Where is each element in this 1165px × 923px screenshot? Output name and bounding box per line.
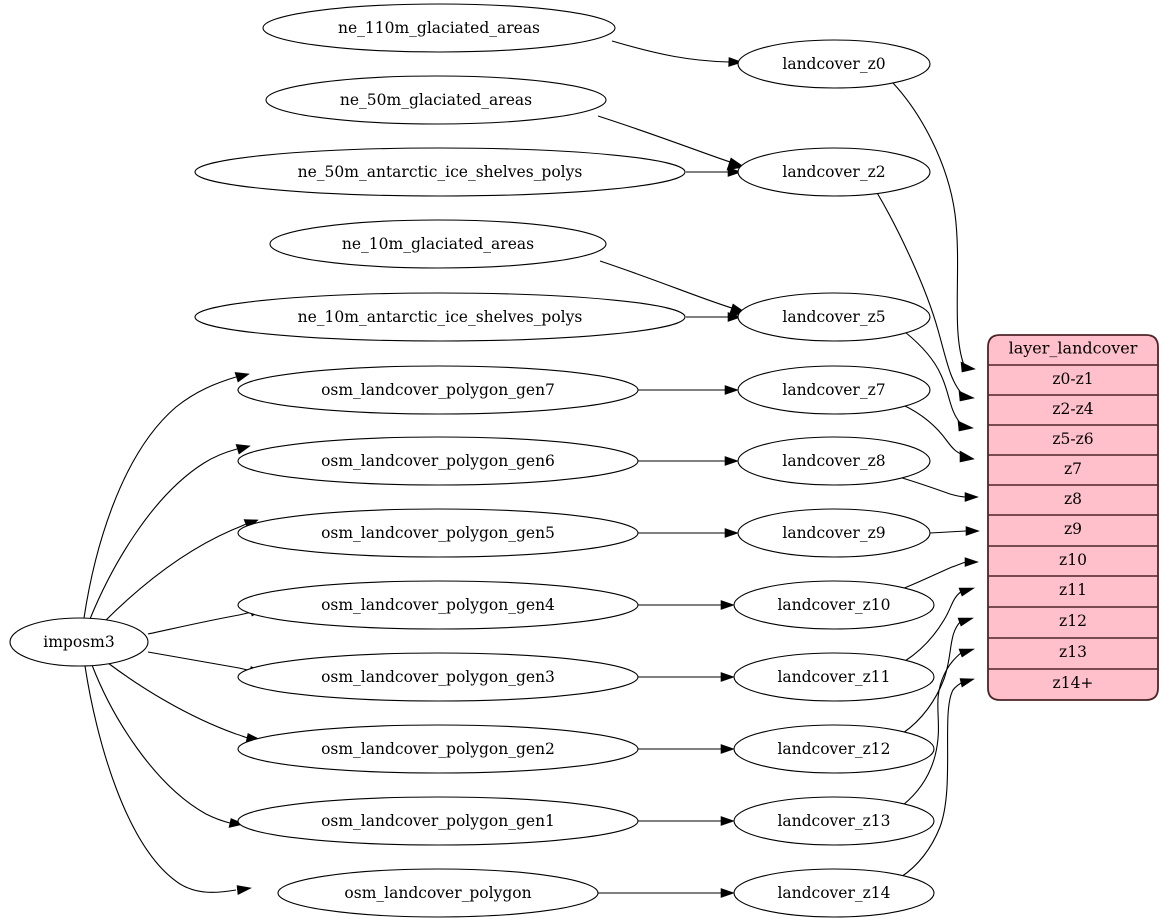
node-label: landcover_z0 (782, 55, 885, 73)
node-landcover-z9[interactable]: landcover_z9 (737, 508, 931, 558)
table-row-z12[interactable]: z12 (1059, 612, 1087, 630)
node-landcover-z2[interactable]: landcover_z2 (737, 147, 931, 197)
edge-imposm3-to-gen5 (103, 519, 259, 623)
edge-z10-to-row-z10 (901, 557, 979, 590)
node-label: osm_landcover_polygon_gen4 (321, 596, 555, 614)
node-label: osm_landcover_polygon_gen3 (321, 668, 555, 686)
node-osm-landcover-polygon-gen3[interactable]: osm_landcover_polygon_gen3 (237, 652, 639, 702)
table-row-z7[interactable]: z7 (1064, 460, 1082, 478)
edge-z14-to-row-z14plus (900, 678, 975, 878)
node-landcover-z0[interactable]: landcover_z0 (737, 39, 931, 89)
source-nodes-group: ne_110m_glaciated_areas ne_50m_glaciated… (194, 3, 686, 918)
node-ne-50m-antarctic-ice-shelves-polys[interactable]: ne_50m_antarctic_ice_shelves_polys (194, 147, 686, 197)
node-label: landcover_z13 (777, 812, 890, 830)
table-body (987, 334, 1159, 701)
node-ne-10m-antarctic-ice-shelves-polys[interactable]: ne_10m_antarctic_ice_shelves_polys (194, 292, 686, 342)
node-label: ne_10m_glaciated_areas (342, 235, 534, 253)
node-label: landcover_z2 (782, 163, 885, 181)
node-label: landcover_z11 (777, 668, 890, 686)
node-label: landcover_z7 (782, 381, 885, 399)
node-label: landcover_z10 (777, 596, 890, 614)
edge-z12-to-row-z12 (902, 617, 974, 734)
edge-ne50m-antarctic-to-z2 (686, 167, 742, 177)
table-row-z8[interactable]: z8 (1064, 490, 1082, 508)
table-row-z5-z6[interactable]: z5-z6 (1052, 430, 1093, 448)
edge-z8-to-row-z8 (898, 476, 979, 502)
edge-z2-to-row-z2z4 (875, 190, 975, 402)
node-ne-10m-glaciated-areas[interactable]: ne_10m_glaciated_areas (269, 219, 607, 269)
node-osm-landcover-polygon[interactable]: osm_landcover_polygon (277, 868, 599, 918)
table-row-z14-plus[interactable]: z14+ (1053, 674, 1094, 692)
table-row-z13[interactable]: z13 (1059, 643, 1087, 661)
node-ne-50m-glaciated-areas[interactable]: ne_50m_glaciated_areas (265, 75, 607, 125)
node-label: ne_50m_antarctic_ice_shelves_polys (298, 163, 583, 181)
node-label: osm_landcover_polygon_gen7 (321, 381, 555, 399)
table-title: layer_landcover (1009, 339, 1138, 358)
node-label: landcover_z12 (777, 740, 890, 758)
node-landcover-z7[interactable]: landcover_z7 (737, 365, 931, 415)
node-label: imposm3 (43, 633, 114, 651)
table-row-z11[interactable]: z11 (1059, 581, 1087, 599)
node-label: osm_landcover_polygon_gen1 (321, 812, 555, 830)
table-row-z10[interactable]: z10 (1059, 551, 1087, 569)
node-osm-landcover-polygon-gen5[interactable]: osm_landcover_polygon_gen5 (237, 508, 639, 558)
node-label: osm_landcover_polygon_gen6 (321, 452, 555, 470)
edge-gen5-to-z9 (638, 528, 739, 538)
edge-imposm3-to-gen2 (107, 662, 262, 743)
edge-z9-to-row-z9 (929, 526, 980, 536)
edge-ne110m-to-z0 (611, 40, 743, 67)
edge-z13-to-row-z13 (902, 648, 975, 806)
table-row-z9[interactable]: z9 (1064, 520, 1082, 538)
edge-z7-to-row-z7 (902, 404, 975, 463)
edge-gen2-to-z12 (638, 744, 735, 754)
edge-gen3-to-z11 (638, 672, 735, 682)
edge-gen4-to-z10 (638, 600, 735, 610)
node-label: ne_50m_glaciated_areas (340, 91, 532, 109)
node-osm-landcover-polygon-gen6[interactable]: osm_landcover_polygon_gen6 (237, 436, 639, 486)
node-label: osm_landcover_polygon_gen2 (321, 740, 555, 758)
table-rows: z0-z1 z2-z4 z5-z6 z7 z8 z9 z10 z11 z12 (988, 364, 1158, 692)
node-landcover-z10[interactable]: landcover_z10 (733, 580, 935, 630)
edge-ne10m-antarctic-to-z5 (686, 312, 742, 322)
edge-imposm3-to-polygon (84, 665, 252, 895)
node-label: landcover_z14 (777, 884, 890, 902)
edge-gen1-to-z13 (638, 816, 735, 826)
node-ne-110m-glaciated-areas[interactable]: ne_110m_glaciated_areas (262, 3, 616, 53)
edge-gen7-to-z7 (638, 385, 739, 395)
node-osm-landcover-polygon-gen4[interactable]: osm_landcover_polygon_gen4 (237, 580, 639, 630)
edge-imposm3-to-gen7 (83, 372, 250, 619)
edge-z11-to-row-z11 (904, 587, 975, 662)
table-row-z2-z4[interactable]: z2-z4 (1052, 400, 1093, 418)
node-imposm3[interactable]: imposm3 (9, 617, 149, 667)
node-osm-landcover-polygon-gen7[interactable]: osm_landcover_polygon_gen7 (237, 365, 639, 415)
edge-polygon-to-z14 (598, 888, 735, 898)
node-label: landcover_z9 (782, 524, 885, 542)
node-landcover-z8[interactable]: landcover_z8 (737, 436, 931, 486)
node-landcover-z13[interactable]: landcover_z13 (733, 796, 935, 846)
zoom-nodes-group: landcover_z0 landcover_z2 landcover_z5 l… (733, 39, 935, 918)
node-landcover-z5[interactable]: landcover_z5 (737, 292, 931, 342)
edge-z5-to-row-z5z6 (904, 331, 974, 432)
node-label: ne_110m_glaciated_areas (338, 19, 540, 37)
edge-z0-to-row-z0z1 (892, 82, 976, 373)
node-osm-landcover-polygon-gen2[interactable]: osm_landcover_polygon_gen2 (237, 724, 639, 774)
node-label: landcover_z5 (782, 308, 885, 326)
edge-imposm3-to-gen6 (89, 444, 251, 620)
node-label: landcover_z8 (782, 452, 885, 470)
node-landcover-z14[interactable]: landcover_z14 (733, 868, 935, 918)
node-label: osm_landcover_polygon (344, 884, 531, 902)
node-label: ne_10m_antarctic_ice_shelves_polys (298, 308, 583, 326)
node-landcover-z11[interactable]: landcover_z11 (733, 652, 935, 702)
node-landcover-z12[interactable]: landcover_z12 (733, 724, 935, 774)
table-row-z0-z1[interactable]: z0-z1 (1052, 370, 1093, 388)
layer-landcover-table[interactable]: layer_landcover z0-z1 z2-z4 z5-z6 z7 z8 … (987, 334, 1159, 701)
node-osm-landcover-polygon-gen1[interactable]: osm_landcover_polygon_gen1 (237, 796, 639, 846)
edge-imposm3-to-gen1 (91, 664, 245, 828)
node-label: osm_landcover_polygon_gen5 (321, 524, 555, 542)
edge-gen6-to-z8 (638, 456, 739, 466)
